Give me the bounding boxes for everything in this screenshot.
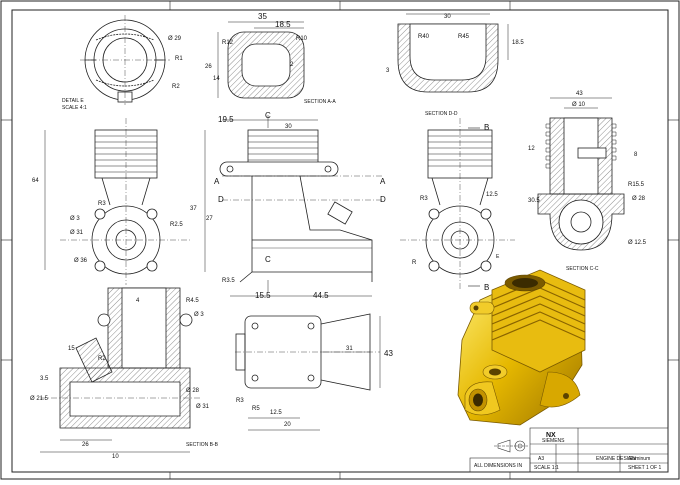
dim-bb-3: 15 bbox=[68, 346, 75, 352]
dim-left-3: Ø 31 bbox=[70, 230, 84, 236]
dim-front-3: 27 bbox=[206, 216, 213, 222]
dim-right-0: R3 bbox=[420, 196, 428, 202]
dim-bb-6: Ø 21.5 bbox=[30, 396, 49, 402]
dim-bottom-5: 20 bbox=[284, 422, 291, 428]
dim-cc-4: 30.5 bbox=[528, 198, 540, 204]
dim-left-5: R2.5 bbox=[170, 222, 183, 228]
dim-bb-10: 10 bbox=[112, 454, 119, 460]
dim-dd-1: R40 bbox=[418, 34, 430, 40]
title-block-company: SIEMENS bbox=[542, 438, 565, 444]
cut-label-b-bottom: B bbox=[484, 283, 489, 292]
bottom-view bbox=[235, 313, 381, 431]
section-dd-view bbox=[397, 13, 509, 93]
dim-bb-0: 4 bbox=[136, 298, 140, 304]
detail-e-title: DETAIL E bbox=[62, 98, 84, 104]
dim-bb-2: Ø 3 bbox=[194, 312, 204, 318]
left-view bbox=[44, 118, 190, 285]
title-block bbox=[469, 427, 669, 473]
detail-e-scale: SCALE 4:1 bbox=[62, 105, 87, 111]
dim-detail-e-1: R1 bbox=[175, 56, 183, 62]
dim-cc-1: Ø 10 bbox=[572, 102, 586, 108]
cut-label-c-bottom: C bbox=[265, 255, 271, 264]
section-cc-title: SECTION C-C bbox=[566, 266, 599, 272]
dim-aa-5: 14 bbox=[213, 76, 220, 82]
cut-label-e: E bbox=[496, 254, 500, 260]
dim-bb-7: Ø 28 bbox=[186, 388, 200, 394]
section-bb-view bbox=[40, 287, 200, 453]
section-aa-title: SECTION A-A bbox=[304, 99, 336, 105]
cut-label-a-right: A bbox=[380, 177, 386, 186]
dim-detail-e-2: R2 bbox=[172, 84, 180, 90]
dim-bottom-4: 12.5 bbox=[270, 410, 282, 416]
title-block-sheet: SHEET 1 OF 1 bbox=[628, 465, 661, 471]
dim-right-1: R bbox=[412, 260, 417, 266]
dim-aa-1: 18.5 bbox=[275, 20, 291, 29]
section-aa-view bbox=[217, 21, 305, 99]
section-bb-title: SECTION B-B bbox=[186, 442, 219, 448]
cut-label-d-right: D bbox=[380, 195, 386, 204]
cut-label-d-left: D bbox=[218, 195, 224, 204]
dim-dd-0: 30 bbox=[444, 14, 451, 20]
dim-front-4: R3.5 bbox=[222, 278, 235, 284]
dim-cc-6: Ø 28 bbox=[632, 196, 646, 202]
isometric-engine-render bbox=[457, 269, 586, 426]
dim-detail-e-0: Ø 29 bbox=[168, 36, 182, 42]
dim-front-0: 19.5 bbox=[218, 115, 234, 124]
right-view bbox=[400, 118, 515, 290]
dim-aa-6: 2 bbox=[290, 62, 294, 68]
dim-aa-4: 26 bbox=[205, 64, 212, 70]
projection-symbol-icon bbox=[494, 439, 528, 453]
dim-bb-4: R2 bbox=[98, 356, 106, 362]
front-view bbox=[204, 115, 382, 297]
dim-left-2: Ø 3 bbox=[70, 216, 80, 222]
dim-aa-0: 35 bbox=[258, 12, 267, 21]
dim-front-5: 15.5 bbox=[255, 291, 271, 300]
dim-left-1: R3 bbox=[98, 201, 106, 207]
dim-front-6: 44.5 bbox=[313, 291, 329, 300]
dim-cc-7: Ø 12.5 bbox=[628, 240, 647, 246]
section-dd-title: SECTION D-D bbox=[425, 111, 458, 117]
dim-bottom-2: R3 bbox=[236, 398, 244, 404]
title-block-units: ALL DIMENSIONS IN bbox=[474, 463, 523, 469]
dim-cc-2: 12 bbox=[528, 146, 535, 152]
title-block-material: Aluminum bbox=[628, 456, 650, 462]
dim-bottom-1: 43 bbox=[384, 349, 393, 358]
cut-label-b-top: B bbox=[484, 123, 489, 132]
dim-cc-0: 43 bbox=[576, 91, 583, 97]
title-block-logo: NX bbox=[546, 432, 556, 439]
dim-dd-3: 18.5 bbox=[512, 40, 524, 46]
title-block-size: A3 bbox=[538, 456, 544, 462]
dim-bottom-0: 31 bbox=[346, 346, 353, 352]
dim-bb-1: R4.5 bbox=[186, 298, 199, 304]
dim-bb-5: 3.5 bbox=[40, 376, 49, 382]
dim-cc-3: 8 bbox=[634, 152, 638, 158]
cut-label-a-left: A bbox=[214, 177, 220, 186]
dim-front-2: 37 bbox=[190, 206, 197, 212]
dim-dd-4: 3 bbox=[386, 68, 390, 74]
detail-e-view bbox=[80, 15, 170, 105]
dim-bottom-3: R5 bbox=[252, 406, 260, 412]
dim-bb-8: Ø 31 bbox=[196, 404, 210, 410]
dim-dd-2: R45 bbox=[458, 34, 470, 40]
cut-label-c-top: C bbox=[265, 111, 271, 120]
section-cc-view bbox=[537, 97, 625, 251]
dim-aa-2: R12 bbox=[222, 40, 234, 46]
dim-bb-9: 26 bbox=[82, 442, 89, 448]
title-block-scale: SCALE 1:1 bbox=[534, 465, 559, 471]
title-block-drawing-title: ENGINE DESIGN bbox=[596, 456, 636, 462]
dim-left-0: 64 bbox=[32, 178, 39, 184]
dim-right-2: 12.5 bbox=[486, 192, 498, 198]
dim-front-1: 30 bbox=[285, 124, 292, 130]
dim-cc-5: R15.5 bbox=[628, 182, 645, 188]
dim-aa-3: R10 bbox=[296, 36, 308, 42]
dim-left-4: Ø 36 bbox=[74, 258, 88, 264]
